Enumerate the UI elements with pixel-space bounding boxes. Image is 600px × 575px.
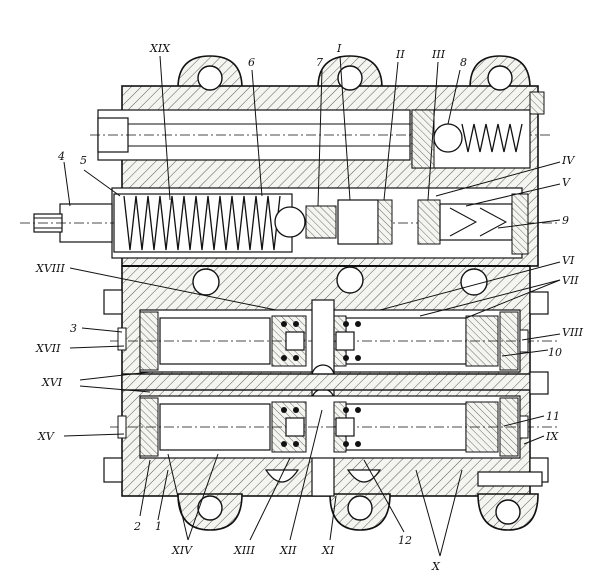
separator-plate xyxy=(121,373,531,391)
label-V: V xyxy=(562,176,571,189)
label-11: 11 xyxy=(546,410,560,423)
label-XVIII: XVIII xyxy=(35,262,65,275)
label-XIV: XIV xyxy=(171,544,193,557)
label-XV: XV xyxy=(37,430,55,443)
label-5: 5 xyxy=(80,154,87,167)
callout-labels: XIX 6 7 I II III 8 4 5 IV V 9 XVIII VI V… xyxy=(35,42,584,573)
label-IX: IX xyxy=(545,430,559,443)
label-XVII: XVII xyxy=(35,342,61,355)
label-III: III xyxy=(431,48,446,61)
label-X: X xyxy=(431,560,441,573)
label-XVI: XVI xyxy=(41,376,63,389)
label-XIII: XIII xyxy=(233,544,256,557)
label-XIX: XIX xyxy=(149,42,171,55)
label-I: I xyxy=(336,42,342,55)
lower-spool-bore xyxy=(110,395,560,483)
label-10: 10 xyxy=(548,346,562,359)
label-12: 12 xyxy=(398,534,412,547)
label-9: 9 xyxy=(562,214,569,227)
label-XI: XI xyxy=(321,544,335,557)
label-II: II xyxy=(395,48,405,61)
label-VI: VI xyxy=(562,254,575,267)
label-VIII: VIII xyxy=(562,326,584,339)
label-IV: IV xyxy=(561,154,575,167)
label-7: 7 xyxy=(316,56,323,69)
label-8: 8 xyxy=(460,56,467,69)
label-3: 3 xyxy=(70,322,77,335)
top-bore xyxy=(90,91,550,169)
label-VII: VII xyxy=(562,274,579,287)
upper-spool-bore xyxy=(110,309,560,373)
label-1: 1 xyxy=(155,520,162,533)
label-6: 6 xyxy=(248,56,255,69)
label-2: 2 xyxy=(133,520,141,533)
label-4: 4 xyxy=(57,150,65,163)
spring-bore xyxy=(20,187,560,259)
middle-plate xyxy=(122,265,530,296)
leader-lines xyxy=(63,55,561,557)
side-bolts xyxy=(103,289,549,487)
label-XII: XII xyxy=(279,544,297,557)
